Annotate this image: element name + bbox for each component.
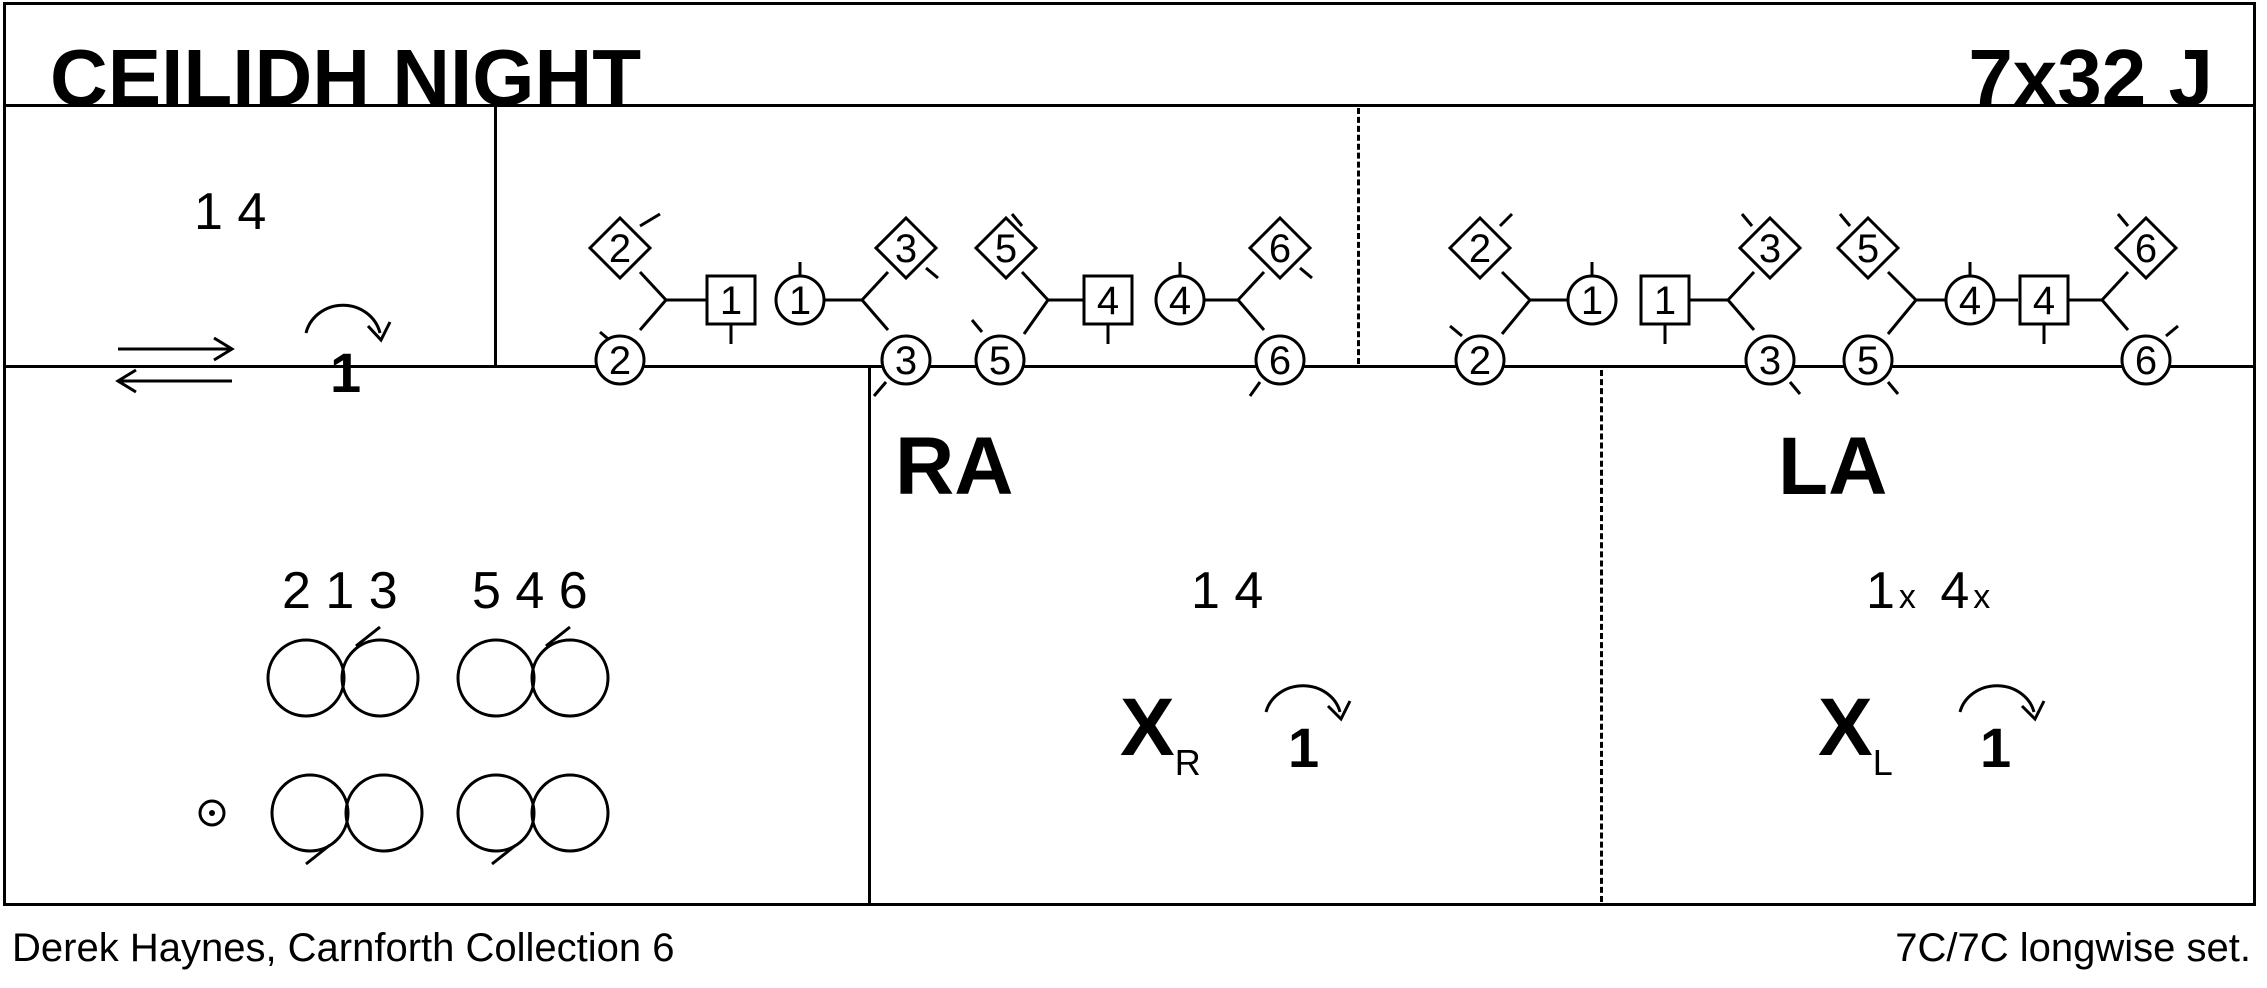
dancer-number: 4	[2033, 279, 2055, 323]
woman-circle	[974, 334, 1026, 386]
dancer-number: 2	[609, 339, 631, 383]
dancer-number: 5	[995, 227, 1017, 271]
cross-right-label: XR	[1120, 687, 1201, 781]
dancer-number: 6	[1269, 227, 1291, 271]
cross-mark-a: x	[1898, 578, 1916, 616]
cross-left-label: XL	[1818, 687, 1893, 781]
cross-dancers: 1 4	[1191, 562, 1264, 620]
dancer-number: 2	[1469, 227, 1491, 271]
dancer-number: 3	[1759, 339, 1781, 383]
woman-circle	[1454, 334, 1506, 386]
dancer-number: 1	[720, 279, 742, 323]
man-diamond	[1737, 215, 1803, 281]
diagram-frame	[3, 2, 2256, 906]
woman-circle	[1842, 334, 1894, 386]
cross-letter-2: X	[1818, 682, 1873, 773]
man-diamond	[873, 215, 939, 281]
cross-sub-2: L	[1872, 742, 1893, 783]
row2-divider-b	[1600, 370, 1603, 902]
woman-circle	[594, 334, 646, 386]
turn-number: 1	[330, 341, 362, 404]
positions-right: 5 4 6	[472, 562, 588, 620]
dancer-number: 1	[1581, 279, 1603, 323]
positions-left: 2 1 3	[282, 562, 398, 620]
cross-sub: R	[1174, 742, 1201, 783]
row1-divider-b	[1357, 108, 1360, 364]
set-type: 7C/7C longwise set.	[1895, 926, 2251, 970]
man-diamond	[587, 215, 653, 281]
dancer-number: 5	[1857, 227, 1879, 271]
woman-circle	[1254, 334, 1306, 386]
man-diamond	[2113, 215, 2179, 281]
dancer-number: 6	[1269, 339, 1291, 383]
dance-title: CEILIDH NIGHT	[50, 33, 642, 122]
turn-number-2: 1	[1288, 716, 1320, 779]
dancer-number: 5	[1857, 339, 1879, 383]
man-diamond	[973, 215, 1039, 281]
row-divider	[3, 365, 2256, 368]
bar-dancers: 1 4	[194, 183, 267, 241]
dancer-number: 3	[895, 339, 917, 383]
dancer-number: 4	[1097, 279, 1119, 323]
cross-letter: X	[1120, 682, 1175, 773]
dancer-number: 6	[2135, 227, 2157, 271]
dancer-number: 1	[1654, 279, 1676, 323]
man-diamond	[1447, 215, 1513, 281]
woman-circle	[880, 334, 932, 386]
dancer-number: 2	[609, 227, 631, 271]
dancer-number: 6	[2135, 339, 2157, 383]
man-square	[705, 274, 757, 326]
cross-mark-b: x	[1973, 578, 1991, 616]
man-diamond	[1835, 215, 1901, 281]
ra-label: RA	[895, 421, 1014, 512]
dancer-number: 1	[789, 279, 811, 323]
credits: Derek Haynes, Carnforth Collection 6	[12, 926, 675, 970]
woman-circle	[1744, 334, 1796, 386]
dancer-b: 4	[1940, 562, 1970, 620]
dancer-number: 3	[895, 227, 917, 271]
row2-divider-a	[868, 365, 871, 906]
dancer-a: 1	[1866, 562, 1895, 620]
row1-divider-a	[494, 104, 497, 367]
dance-code: 7x32 J	[1968, 33, 2213, 122]
la-label: LA	[1778, 421, 1888, 512]
turn-number-3: 1	[1980, 716, 2012, 779]
woman-circle	[2120, 334, 2172, 386]
header-divider	[3, 104, 2256, 107]
man-diamond	[1247, 215, 1313, 281]
dancer-number: 5	[989, 339, 1011, 383]
dancer-number: 4	[1959, 279, 1981, 323]
dancer-number: 4	[1169, 279, 1191, 323]
dancer-number: 2	[1469, 339, 1491, 383]
dancer-number: 3	[1759, 227, 1781, 271]
